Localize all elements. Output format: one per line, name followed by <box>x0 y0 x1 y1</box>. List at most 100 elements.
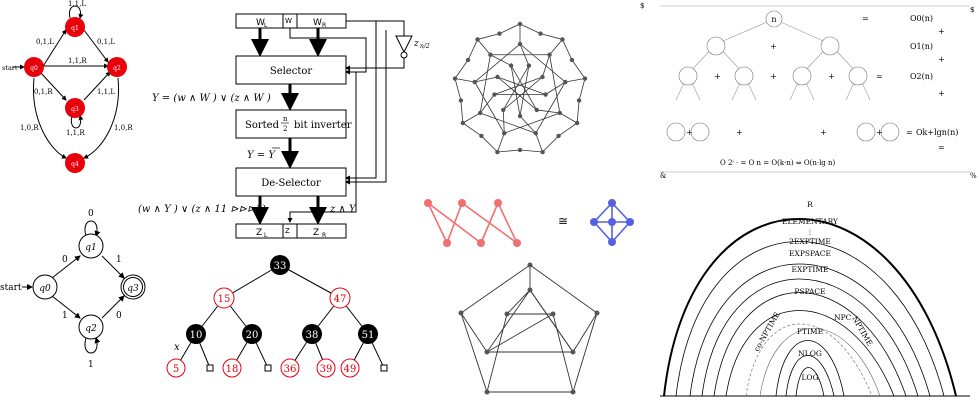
edge-label: 1,1,R <box>68 57 87 65</box>
svg-text:$: $ <box>970 6 974 14</box>
graph-edge <box>497 149 521 153</box>
graph-edge <box>497 76 537 111</box>
edge-label: 0,1,L <box>36 38 54 46</box>
graph-edge <box>460 100 464 124</box>
svg-text:+: + <box>876 128 883 137</box>
output-zmid: Z <box>285 227 290 235</box>
recursion-row-cost: Ok+lgn(n) <box>916 128 958 137</box>
tree-node-red <box>166 358 186 378</box>
fsm-plain: q1 q0 q3 q2 start 0 0 1 1 0 1 <box>0 209 146 370</box>
graph-edge <box>510 65 538 111</box>
tree-node-red <box>316 358 336 378</box>
svg-text:=: = <box>876 72 883 81</box>
equation: (w ∧ Y ) ∨ (z ∧ 11 ⊳⊳⊳1) <box>138 204 266 215</box>
graph-vertex <box>576 98 582 103</box>
tree-node-red <box>340 358 360 378</box>
svg-text:PTIME: PTIME <box>797 327 823 336</box>
graph-vertex <box>517 113 523 119</box>
graph-edge <box>535 81 566 134</box>
svg-text:EXPSPACE: EXPSPACE <box>789 249 831 258</box>
state-label: q1 <box>85 243 97 253</box>
input-wmid: W <box>285 17 292 25</box>
graph-edge <box>497 133 505 153</box>
graph-edge <box>562 39 573 61</box>
edge-label: 1 <box>62 311 68 321</box>
graph-edge <box>474 81 505 134</box>
graph-vertex <box>547 52 552 57</box>
edge-label: 1 <box>88 360 94 370</box>
graph-vertex <box>557 110 563 116</box>
graph-edge <box>519 43 566 83</box>
svg-text:ELEMENTARY: ELEMENTARY <box>782 217 839 226</box>
graph-vertex <box>492 92 497 97</box>
svg-text:+: + <box>828 72 835 81</box>
state-label: q1 <box>71 25 79 32</box>
svg-text:+: + <box>686 128 693 137</box>
graph-edge <box>542 135 559 153</box>
output-zr: Z <box>313 228 319 238</box>
graph-vertex <box>556 133 561 139</box>
tree-node-black <box>358 324 378 344</box>
graph-edge <box>477 33 500 40</box>
graph-edge <box>519 149 543 153</box>
output-zl: Z <box>256 228 262 238</box>
graph-edge <box>503 76 543 111</box>
fsm-accept-state <box>120 274 146 300</box>
svg-text:10: 10 <box>190 330 203 341</box>
svg-text:$: $ <box>640 2 644 10</box>
svg-text:+: + <box>714 72 721 81</box>
graph-edge <box>540 33 563 40</box>
fsm-red: q1 q0 q2 q3 q4 start 1,1,L 0,1,L 0,1,L 1… <box>2 0 133 173</box>
graph-vertex <box>458 98 464 103</box>
state-label: q0 <box>30 65 38 72</box>
petersen-graph <box>458 262 600 395</box>
fsm-red-state <box>65 98 85 118</box>
graph-edge <box>497 76 546 95</box>
graph-edge <box>549 39 563 56</box>
graph-vertex <box>534 107 539 113</box>
svg-text:+: + <box>938 89 945 98</box>
graph-vertex <box>517 147 523 153</box>
graph-vertex <box>582 76 588 81</box>
svg-text:n/2: n/2 <box>420 43 430 50</box>
star-graph <box>452 21 588 155</box>
graph-edge <box>504 112 560 134</box>
graph-vertex <box>495 74 500 80</box>
equation: z ∧ Y <box>329 204 357 215</box>
graph-vertex <box>543 92 548 97</box>
state-label: q4 <box>71 161 79 168</box>
graph-vertex <box>497 31 502 36</box>
graph-vertex <box>508 63 514 68</box>
svg-text:NPC: NPC <box>834 313 852 322</box>
svg-text:R: R <box>322 232 326 239</box>
svg-text:+: + <box>938 27 945 36</box>
graph-vertex <box>563 79 568 85</box>
graph-edge <box>462 122 482 137</box>
svg-text:47: 47 <box>334 294 347 305</box>
deselector-box <box>235 167 347 197</box>
input-wl: W <box>256 18 265 28</box>
graph-edge <box>479 54 491 114</box>
svg-text:R: R <box>807 200 813 209</box>
graph-edge <box>502 109 505 134</box>
svg-text:5: 5 <box>173 364 179 375</box>
graph-vertex <box>533 131 538 136</box>
svg-text:=: = <box>906 128 913 137</box>
graph-vertex <box>452 76 458 81</box>
recursion-tree: $ & $ % n = O0(n) + + O1(n) + + + = + O2… <box>640 2 977 180</box>
complexity-hierarchy <box>660 218 970 397</box>
svg-text:EXPTIME: EXPTIME <box>792 265 829 274</box>
recursion-sum: O 2ⁱ · = O n = O(k·n) ⇔ O(n·lg n) <box>720 159 836 167</box>
svg-text:%: % <box>970 172 977 180</box>
graph-vertex <box>472 79 477 85</box>
graph-edge <box>536 109 560 114</box>
svg-text:LOG: LOG <box>801 373 818 382</box>
red-black-tree: 33 15 47 10 20 38 51 5 18 36 39 49 x <box>166 255 388 378</box>
graph-vertex <box>465 57 471 63</box>
selector-box <box>235 55 347 85</box>
svg-text:2EXPTIME: 2EXPTIME <box>789 237 831 246</box>
graph-edge <box>494 76 543 95</box>
graph-edge <box>462 112 481 124</box>
svg-text:co-NPTIME: co-NPTIME <box>752 310 782 353</box>
